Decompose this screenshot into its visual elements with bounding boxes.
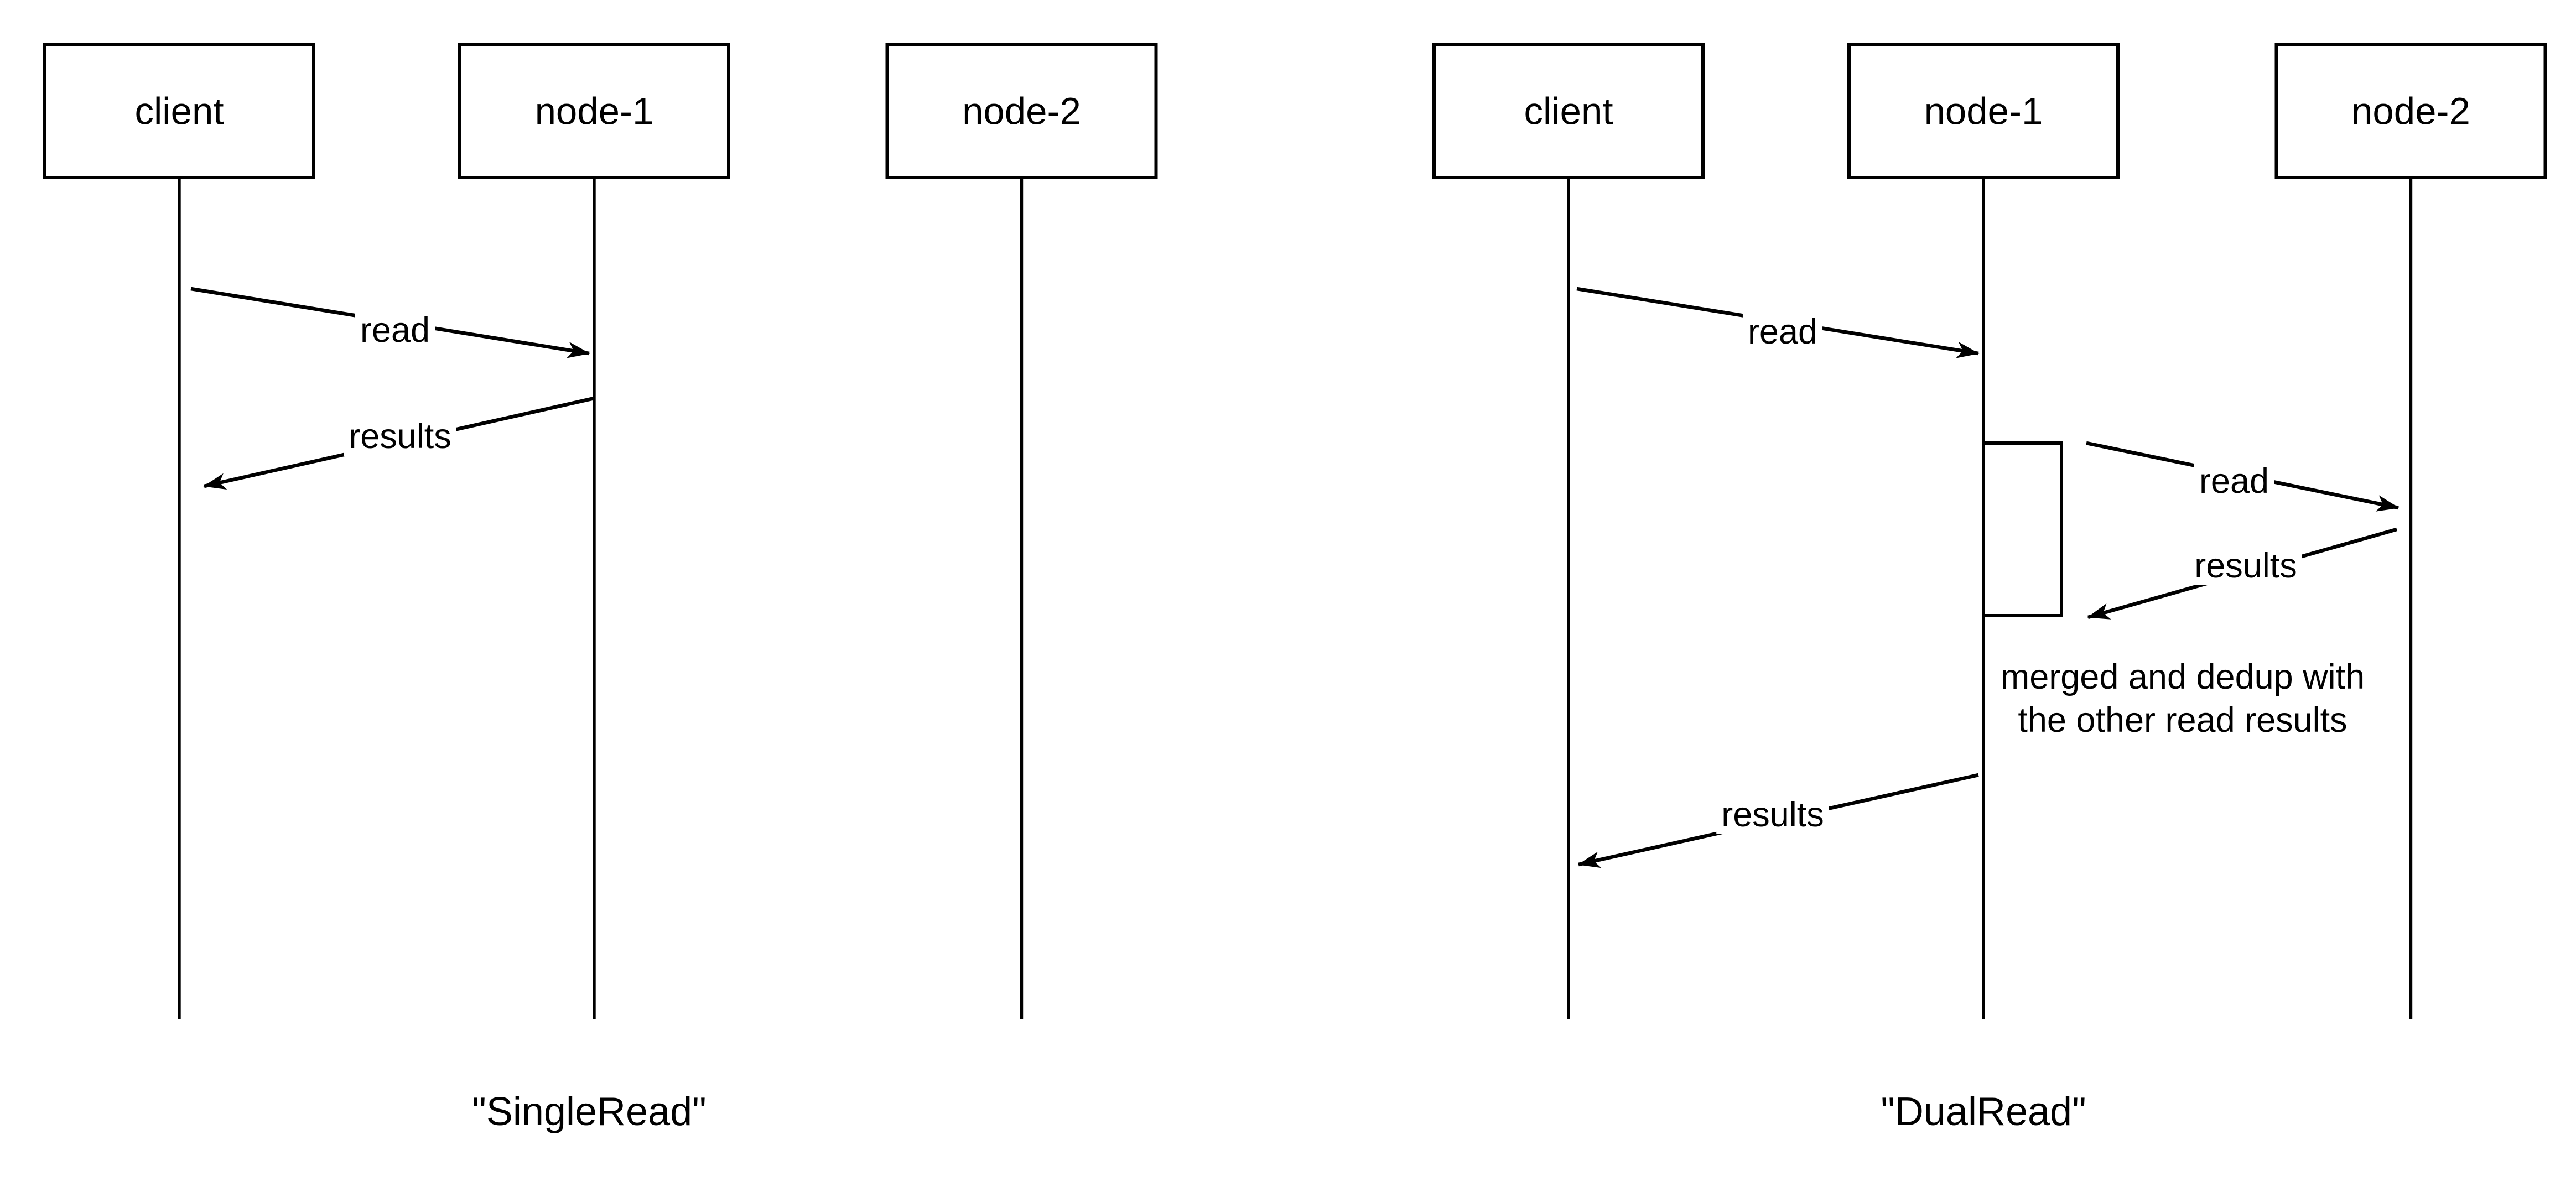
diagram-caption: "DualRead" bbox=[1881, 1090, 2086, 1134]
participant-box bbox=[2274, 43, 2547, 179]
participant-label: node-2 bbox=[2351, 90, 2470, 133]
participant-box bbox=[885, 43, 1158, 179]
label-background bbox=[355, 311, 435, 350]
participant-label: node-2 bbox=[962, 90, 1081, 133]
participant-label: node-1 bbox=[1924, 90, 2043, 133]
participant-node-1: node-1 bbox=[1847, 43, 2120, 179]
participant-label: node-1 bbox=[535, 90, 654, 133]
message-label: read bbox=[2199, 462, 2269, 501]
label-background bbox=[2194, 462, 2274, 501]
participant-box bbox=[43, 43, 315, 179]
diagram-single-read: client node-1 node-2 read results "Singl… bbox=[43, 43, 1158, 1134]
message-label: results bbox=[2194, 547, 2297, 585]
diagram-dual-read: client node-1 node-2 read read results bbox=[1432, 43, 2547, 1134]
message-results: results bbox=[1577, 773, 1979, 868]
participant-client: client bbox=[43, 43, 315, 179]
participant-label: client bbox=[134, 90, 224, 133]
participant-box bbox=[1847, 43, 2120, 179]
message-label: read bbox=[360, 311, 430, 350]
participant-node-2: node-2 bbox=[2274, 43, 2547, 179]
message-results: results bbox=[203, 396, 595, 490]
note-merged-dedup: merged and dedup with the other read res… bbox=[2001, 658, 2365, 740]
message-label: results bbox=[1721, 795, 1824, 834]
participant-box bbox=[1432, 43, 1705, 179]
participant-node-2: node-2 bbox=[885, 43, 1158, 179]
diagram-caption: "SingleRead" bbox=[472, 1090, 706, 1134]
message-read-fanout: read bbox=[2086, 441, 2400, 512]
activation-bracket bbox=[1985, 441, 2063, 617]
participant-box bbox=[458, 43, 730, 179]
message-read: read bbox=[190, 287, 590, 358]
message-read: read bbox=[1576, 287, 1980, 358]
note-text-line: the other read results bbox=[2018, 701, 2347, 740]
label-background bbox=[1742, 313, 1823, 351]
message-label: read bbox=[1748, 313, 1817, 351]
participant-client: client bbox=[1432, 43, 1705, 179]
participant-node-1: node-1 bbox=[458, 43, 730, 179]
label-background bbox=[2189, 547, 2302, 585]
message-label: results bbox=[349, 417, 451, 456]
note-text-line: merged and dedup with bbox=[2001, 658, 2365, 696]
label-background bbox=[1716, 795, 1829, 834]
message-results-fanin: results bbox=[2087, 527, 2397, 620]
label-background bbox=[344, 417, 456, 456]
participant-label: client bbox=[1524, 90, 1613, 133]
